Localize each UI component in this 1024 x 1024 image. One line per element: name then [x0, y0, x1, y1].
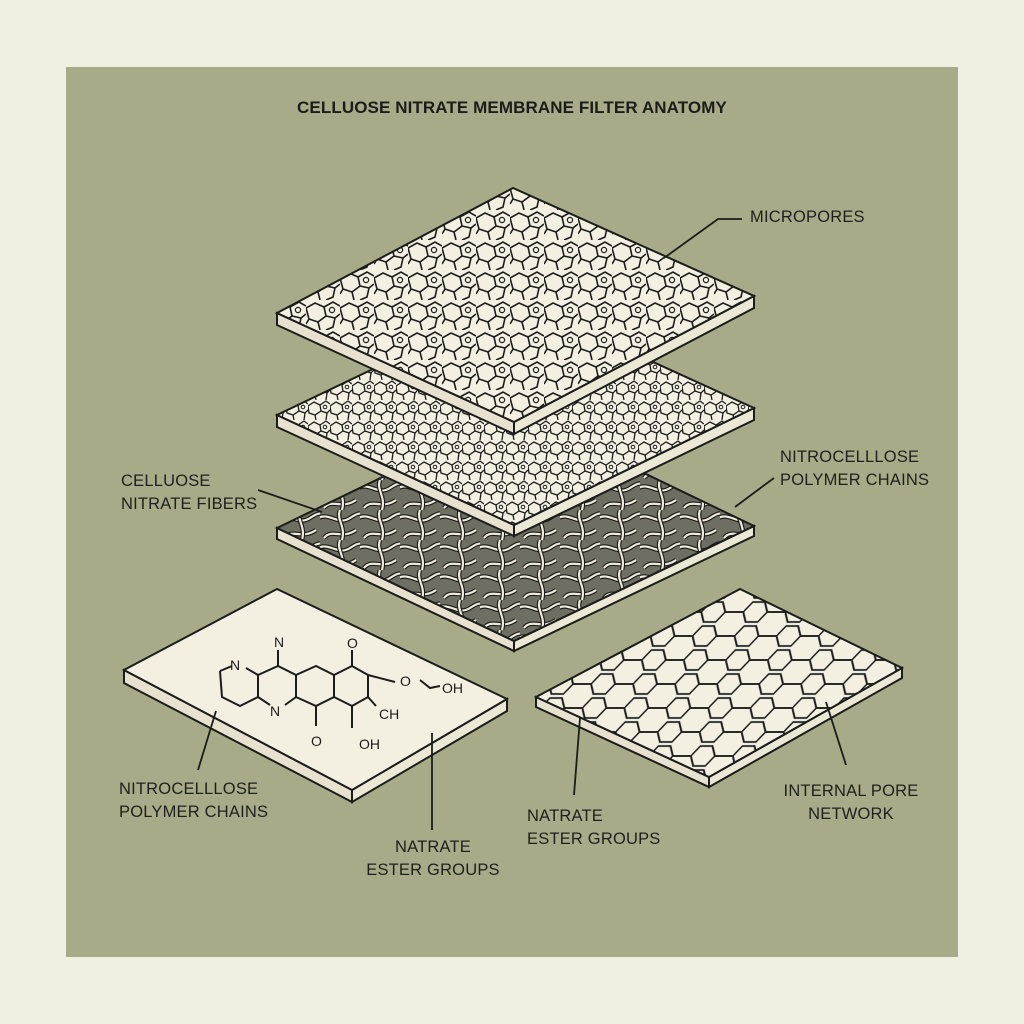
atom-oh-bottom: OH: [359, 736, 380, 752]
atom-o-ester: O: [400, 673, 411, 689]
top-micropore-layer: [274, 186, 757, 436]
atom-o-bottom: O: [311, 733, 322, 749]
atom-n-top: N: [274, 634, 284, 650]
atom-n-bottom: N: [270, 703, 280, 719]
label-ester-groups-left: NATRATE ESTER GROUPS: [366, 838, 500, 879]
label-polymer-chains-left: NITROCELLLOSE POLYMER CHAINS: [119, 780, 269, 821]
label-micropores: MICROPORES: [750, 208, 865, 226]
atom-o-top: O: [347, 635, 358, 651]
atom-n-ring: N: [230, 657, 240, 673]
label-ester-groups-right: NATRATE ESTER GROUPS: [527, 807, 661, 848]
chemistry-slab: N N N O O OH CH O OH: [121, 587, 510, 804]
hexagonal-pore-slab: [533, 587, 905, 789]
atom-ch: CH: [379, 706, 399, 722]
chemical-structure: [219, 650, 441, 728]
leader-lines: [197, 218, 847, 830]
atom-oh-ester: OH: [442, 680, 463, 696]
label-polymer-chains-right: NITROCELLLOSE POLYMER CHAINS: [780, 448, 930, 489]
label-internal-pore-network: INTERNAL PORE NETWORK: [783, 782, 919, 823]
label-cellulose-nitrate-fibers: CELLUOSE NITRATE FIBERS: [121, 472, 258, 513]
diagram-title: CELLUOSE NITRATE MEMBRANE FILTER ANATOMY: [297, 98, 727, 117]
